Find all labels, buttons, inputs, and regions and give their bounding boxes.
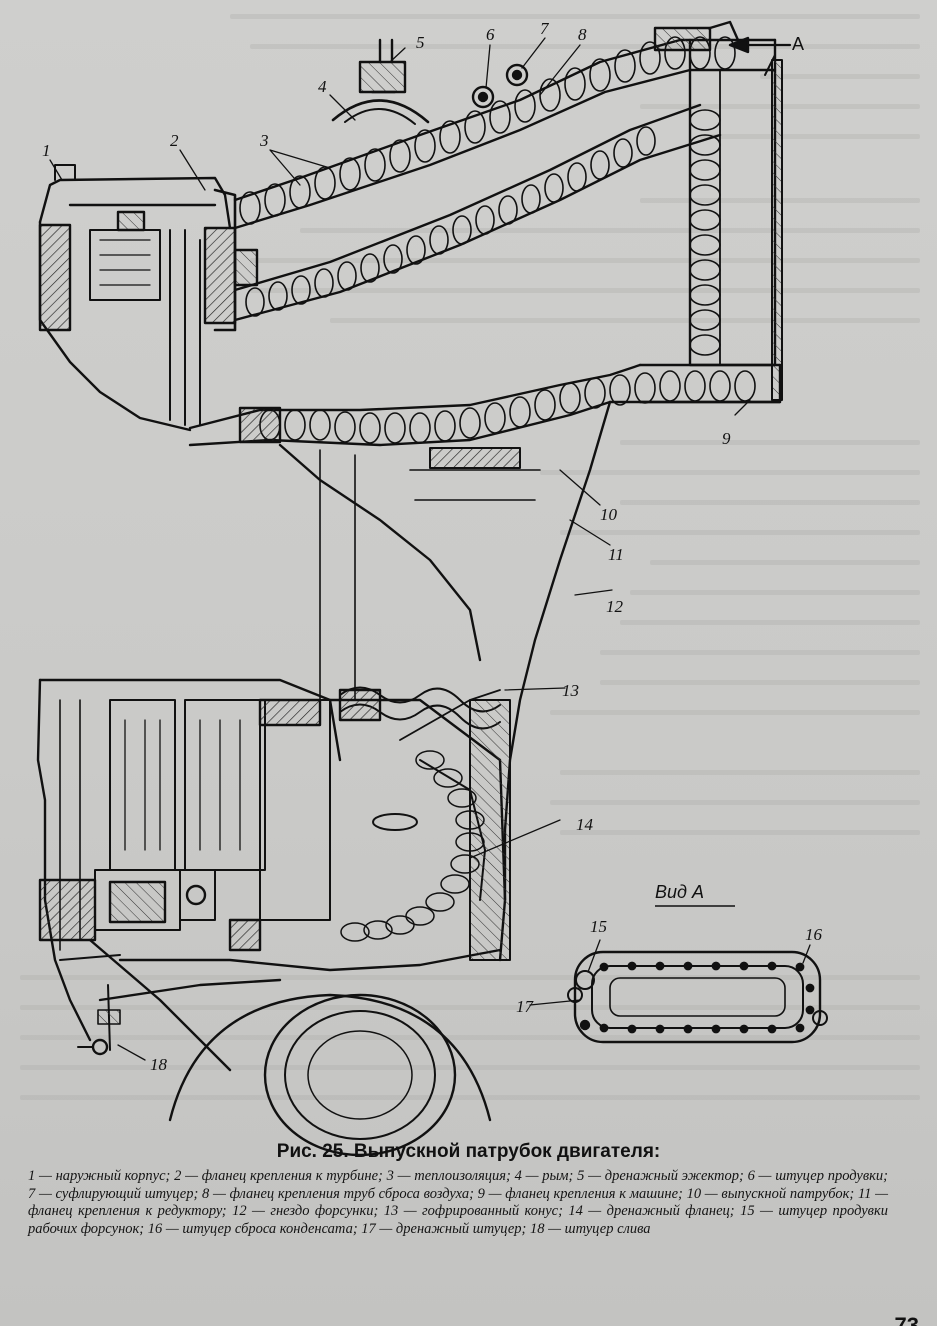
- legend-text: — рым;: [521, 1168, 578, 1184]
- legend-text: — штуцер сброса конденсата;: [162, 1220, 362, 1237]
- legend-text: — штуцер продувки;: [754, 1168, 889, 1184]
- legend-number: 12: [232, 1203, 247, 1219]
- view-arrow-a: [728, 36, 792, 76]
- legend-entry: 8 — фланец крепления труб сброса воздуха…: [202, 1186, 478, 1202]
- legend-entry: 17 — дренажный штуцер;: [361, 1221, 530, 1237]
- legend-text: — штуцер продувки рабочих форсунок;: [28, 1203, 889, 1237]
- callout-10: 10: [600, 505, 618, 524]
- callout-3: 3: [259, 131, 269, 150]
- callout-14: 14: [576, 815, 594, 834]
- legend-entry: 3 — теплоизоляция;: [387, 1168, 515, 1184]
- legend-entry: 18 — штуцер слива: [530, 1221, 651, 1237]
- legend-number: 13: [383, 1203, 399, 1219]
- legend-text: — теплоизоляция;: [393, 1168, 515, 1184]
- legend-entry: 4 — рым;: [515, 1168, 578, 1184]
- legend-number: 4: [514, 1168, 522, 1184]
- legend-text: — фланец крепления к редуктору;: [28, 1185, 889, 1220]
- lower-insulation-coils: [340, 750, 485, 942]
- callout-labels: 1 2 3 4 5 6 7 8 9 10 11 12 13 14 15 16 1…: [42, 19, 823, 1074]
- view-a-detail: [567, 950, 828, 1044]
- callout-1: 1: [42, 141, 51, 160]
- legend-text: — суфлирующий штуцер;: [35, 1185, 203, 1202]
- figure-legend: 1 — наружный корпус; 2 — фланец креплени…: [28, 1168, 888, 1238]
- legend-number: 5: [577, 1168, 585, 1184]
- turbine-flange: [213, 188, 259, 332]
- legend-number: 18: [530, 1220, 545, 1237]
- legend-text: — дренажный эжектор;: [584, 1168, 748, 1184]
- callout-13: 13: [562, 681, 579, 700]
- legend-entry: 6 — штуцер продувки;: [748, 1168, 888, 1184]
- legend-text: — наружный корпус;: [35, 1168, 175, 1184]
- callout-11: 11: [608, 545, 624, 564]
- legend-entry: 5 — дренажный эжектор;: [577, 1168, 747, 1184]
- callout-9: 9: [722, 429, 731, 448]
- callout-15: 15: [590, 917, 607, 936]
- legend-number: 8: [202, 1185, 210, 1202]
- lower-housing: [36, 678, 502, 1072]
- callout-18: 18: [150, 1055, 168, 1074]
- legend-entry: 11 — фланец крепления к редуктору;: [28, 1186, 888, 1220]
- legend-text: — фланец крепления к машине;: [484, 1185, 687, 1202]
- machine-flange: [608, 38, 783, 404]
- legend-text: — штуцер слива: [544, 1220, 651, 1237]
- legend-text: — гофрированный конус;: [398, 1203, 569, 1219]
- legend-number: 1: [28, 1168, 36, 1184]
- bottom-ring: [168, 993, 492, 1157]
- breather-fitting: [505, 63, 529, 87]
- legend-text: — фланец крепления к турбине;: [181, 1168, 387, 1184]
- callout-6: 6: [486, 25, 495, 44]
- legend-entry: 12 — гнездо форсунки;: [232, 1203, 384, 1219]
- legend-entry: 15 — штуцер продувки рабочих форсунок;: [28, 1203, 888, 1237]
- figure-caption: Рис. 25. Выпускной патрубок двигателя:: [276, 1141, 661, 1162]
- legend-text: — дренажный фланец;: [582, 1203, 741, 1219]
- legend-number: 14: [568, 1203, 583, 1219]
- callout-17: 17: [516, 997, 535, 1016]
- air-pipe-flange: [653, 20, 740, 52]
- legend-number: 10: [686, 1185, 702, 1202]
- outer-casing: [38, 164, 237, 432]
- page-number: 73: [894, 1313, 919, 1326]
- legend-number: 3: [386, 1168, 394, 1184]
- legend-number: 15: [740, 1203, 755, 1219]
- legend-entry: 10 — выпускной патрубок;: [687, 1186, 858, 1202]
- purge-fitting: [471, 85, 495, 109]
- legend-entry: 14 — дренажный фланец;: [568, 1203, 740, 1219]
- callout-16: 16: [805, 925, 823, 944]
- legend-text: — дренажный штуцер;: [375, 1220, 531, 1237]
- drain-ejector: [358, 38, 407, 94]
- legend-number: 11: [857, 1185, 872, 1202]
- legend-text: — фланец крепления труб сброса воздуха;: [209, 1185, 478, 1202]
- legend-entry: 13 — гофрированный конус;: [384, 1203, 569, 1219]
- legend-entry: 2 — фланец крепления к турбине;: [174, 1168, 387, 1184]
- callout-12: 12: [606, 597, 624, 616]
- callout-8: 8: [578, 25, 587, 44]
- legend-entry: 1 — наружный корпус;: [28, 1168, 174, 1184]
- inspection-window: [372, 813, 418, 831]
- callout-5: 5: [416, 33, 425, 52]
- legend-entry: 16 — штуцер сброса конденсата;: [148, 1221, 362, 1237]
- callout-7: 7: [540, 19, 550, 38]
- legend-number: 17: [361, 1220, 376, 1237]
- view-a-title: Вид A: [655, 882, 704, 902]
- callout-4: 4: [318, 77, 327, 96]
- legend-number: 6: [747, 1168, 755, 1184]
- drain-outlet-fitting: [77, 984, 121, 1056]
- thermal-insulation-coils: [239, 36, 756, 444]
- legend-number: 9: [477, 1185, 485, 1202]
- leader-lines: [49, 37, 811, 1061]
- drain-flange: [328, 698, 511, 962]
- view-arrow-label: A: [792, 34, 804, 54]
- legend-text: — выпускной патрубок;: [701, 1185, 858, 1202]
- legend-entry: 9 — фланец крепления к машине;: [478, 1186, 687, 1202]
- callout-2: 2: [170, 131, 179, 150]
- legend-entry: 7 — суфлирующий штуцер;: [28, 1186, 202, 1202]
- legend-text: — гнездо форсунки;: [246, 1203, 384, 1219]
- legend-number: 2: [174, 1168, 182, 1184]
- legend-number: 7: [28, 1185, 36, 1202]
- legend-number: 16: [147, 1220, 163, 1237]
